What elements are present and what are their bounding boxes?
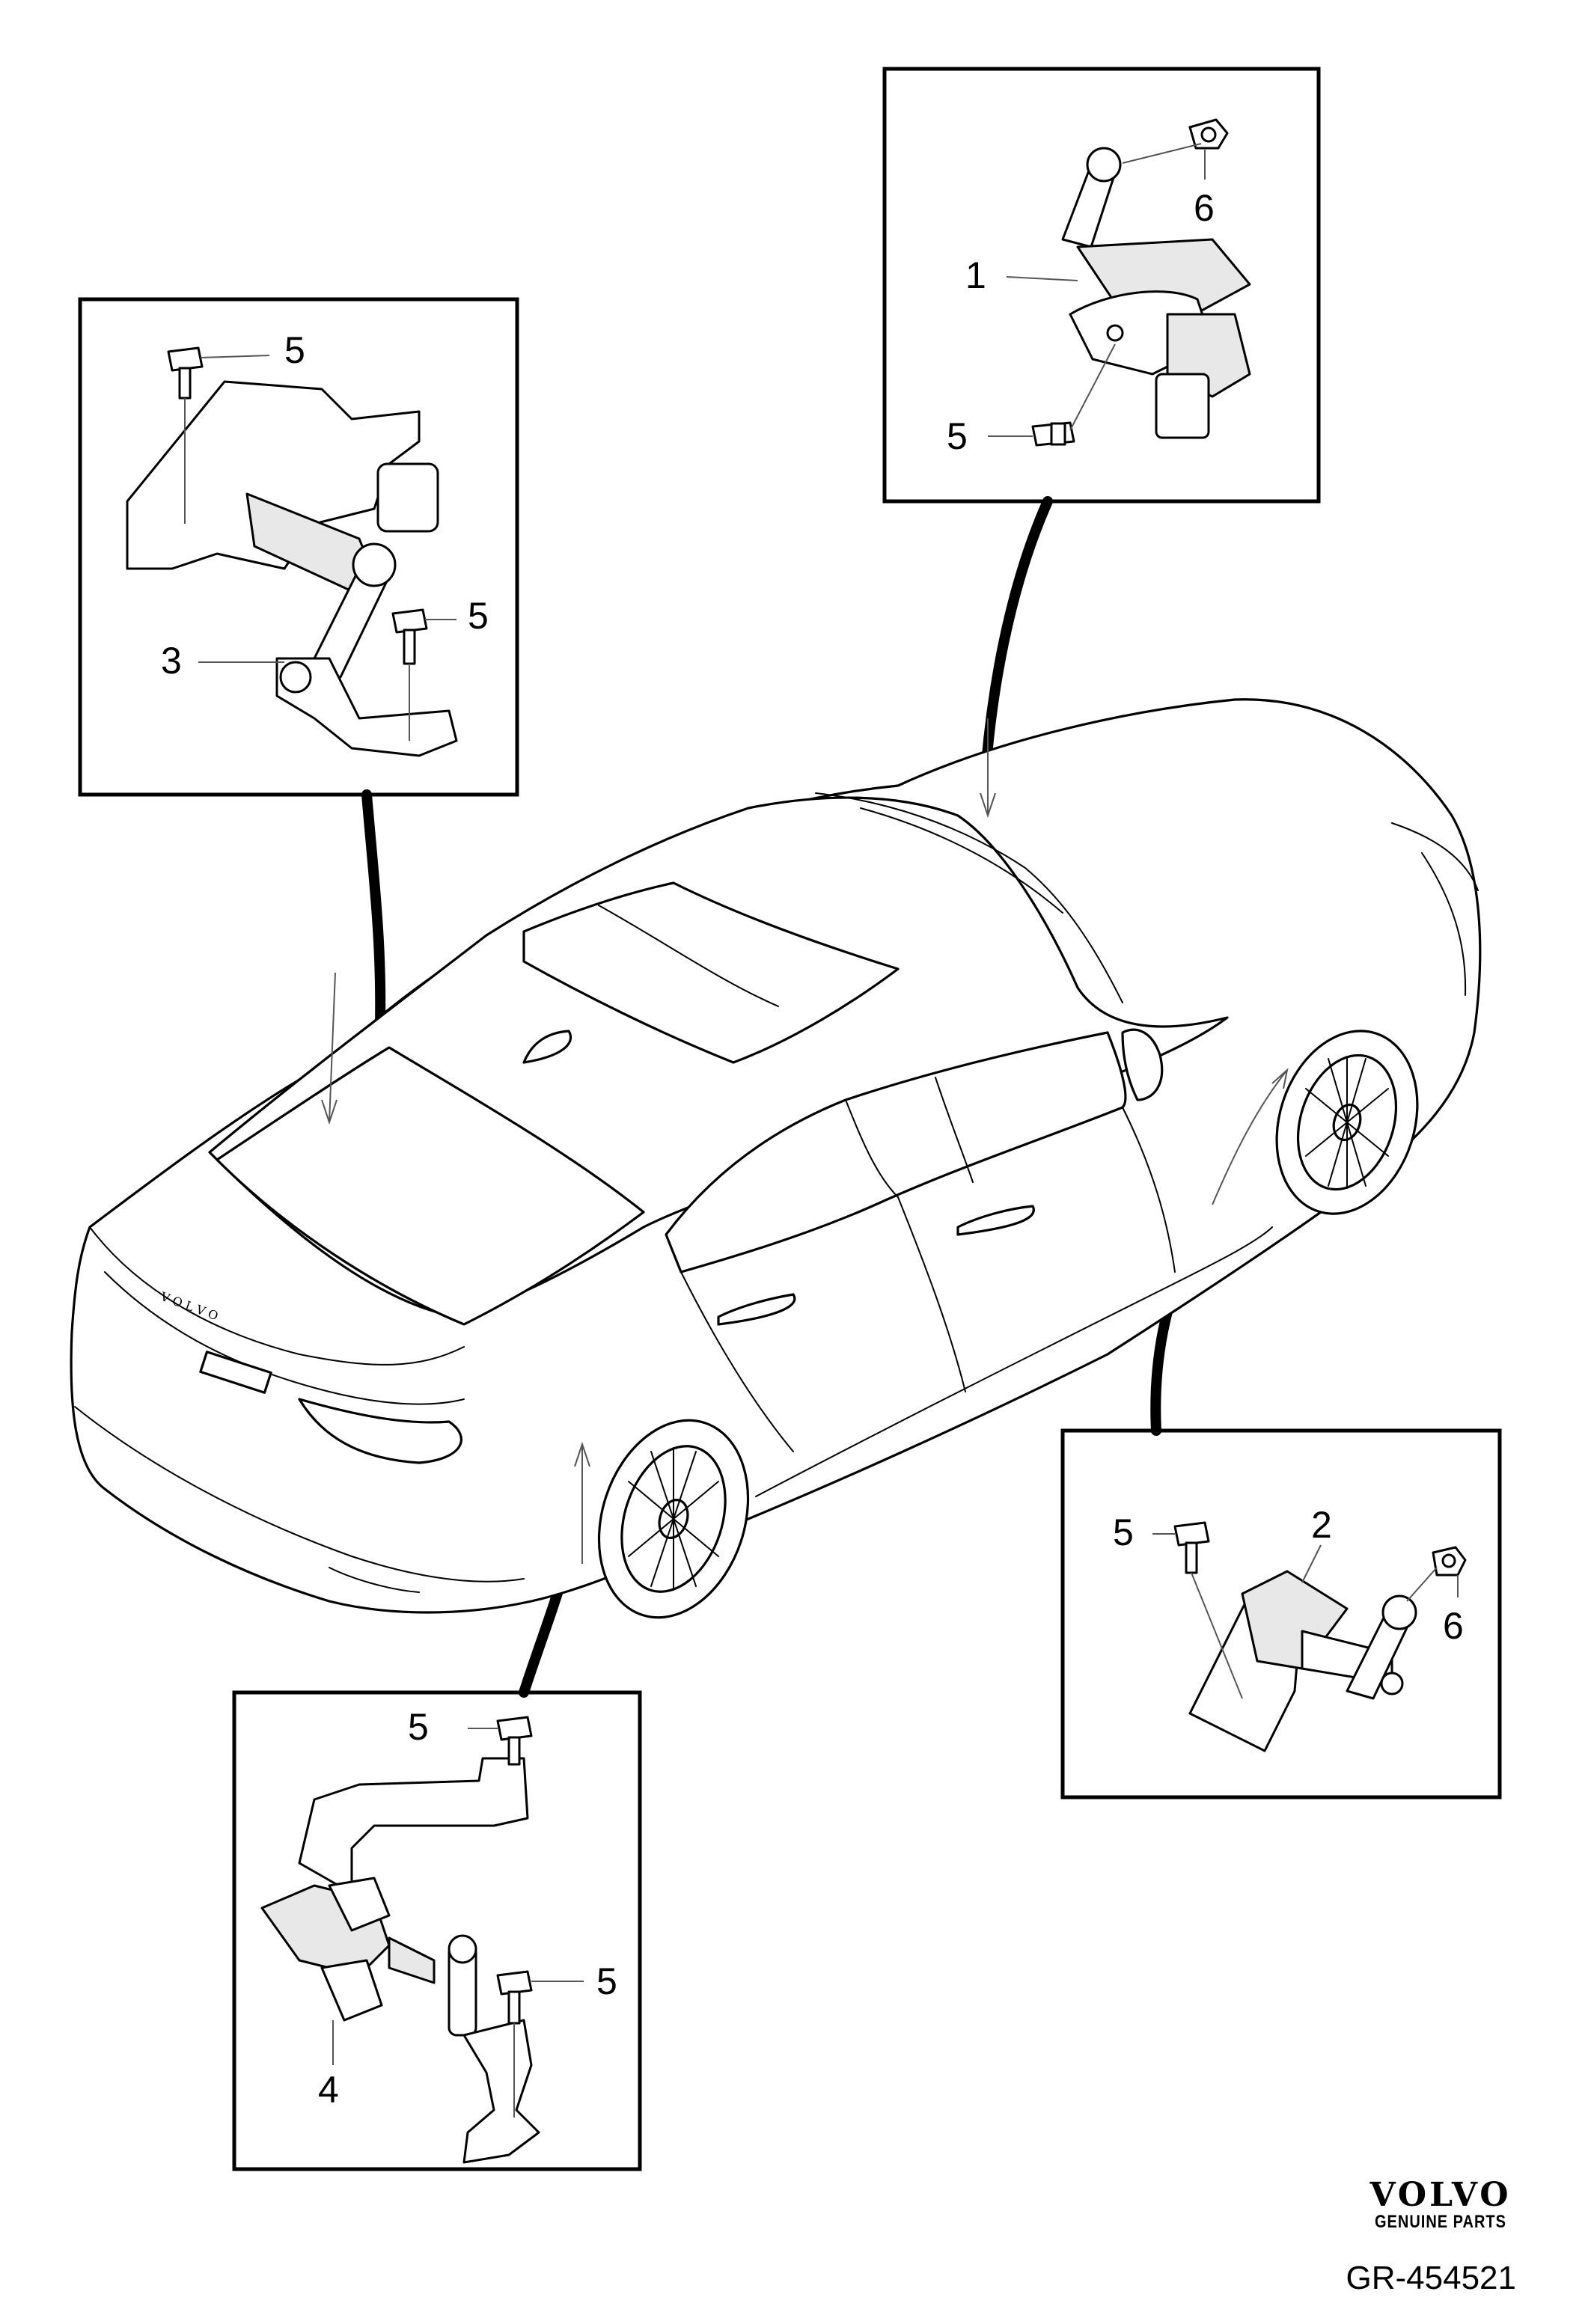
bolt-5-lower [496,1970,584,2117]
callout-bolt-5: 5 [1113,1511,1134,1553]
volvo-genuine-parts-logo: VOLVO GENUINE PARTS [1347,2176,1534,2233]
callout-part-4: 4 [318,2069,339,2111]
callout-nut-6: 6 [1194,187,1215,229]
location-arrows [321,718,1289,1564]
callout-part-3: 3 [161,640,182,682]
bolt-5-upper [468,1716,533,1766]
car-illustration: V O L V O [70,698,1482,1619]
box-bottom: 5 5 4 [232,1690,642,2171]
car-license-plate [199,1351,272,1394]
callout-bolt-5-lower: 5 [468,595,489,637]
car-mirror [1121,1028,1164,1101]
box-right: 5 2 6 [1060,1428,1502,1799]
car-sunroof [522,881,900,1064]
callout-bolt-5-upper: 5 [408,1706,429,1748]
car-rear-window [216,1046,645,1326]
callout-bolt-5-upper: 5 [284,329,305,371]
car-antenna [522,1030,572,1064]
callout-bolt-5: 5 [947,415,968,457]
car-rear-wheel [597,1419,750,1619]
bolt-5 [1031,343,1116,447]
height-sensor-part-4 [260,1757,540,2164]
connector-top-left [361,789,386,1030]
car-front-wheel [1275,1030,1419,1215]
car-side-windows [665,1031,1127,1273]
car-door-handle-rear [717,1293,796,1326]
nut-6 [1122,118,1229,164]
nut-6 [1406,1546,1467,1602]
callout-bolt-5-lower: 5 [596,1960,617,2002]
callout-part-2: 2 [1311,1504,1332,1546]
height-sensor-part-1 [1061,147,1251,439]
car-tail-light [298,1398,462,1464]
height-sensor-part-3 [126,380,458,757]
bolt-5-upper [167,346,270,524]
car-door-handle-front [956,1205,1035,1236]
callout-part-1: 1 [965,254,986,296]
brand-tagline: GENUINE PARTS [1375,2212,1506,2233]
box-top-left: 5 5 3 [78,297,519,797]
callout-nut-6: 6 [1443,1605,1464,1647]
box-top-right: 1 5 6 [882,67,1321,504]
drawing-number: GR-454521 [1346,2260,1516,2296]
bolt-5-lower [391,608,456,741]
height-sensor-part-2 [1188,1570,1417,1752]
bolt-5 [1173,1521,1243,1699]
brand-name: VOLVO [1369,2176,1512,2214]
connector-top-right [981,496,1053,768]
